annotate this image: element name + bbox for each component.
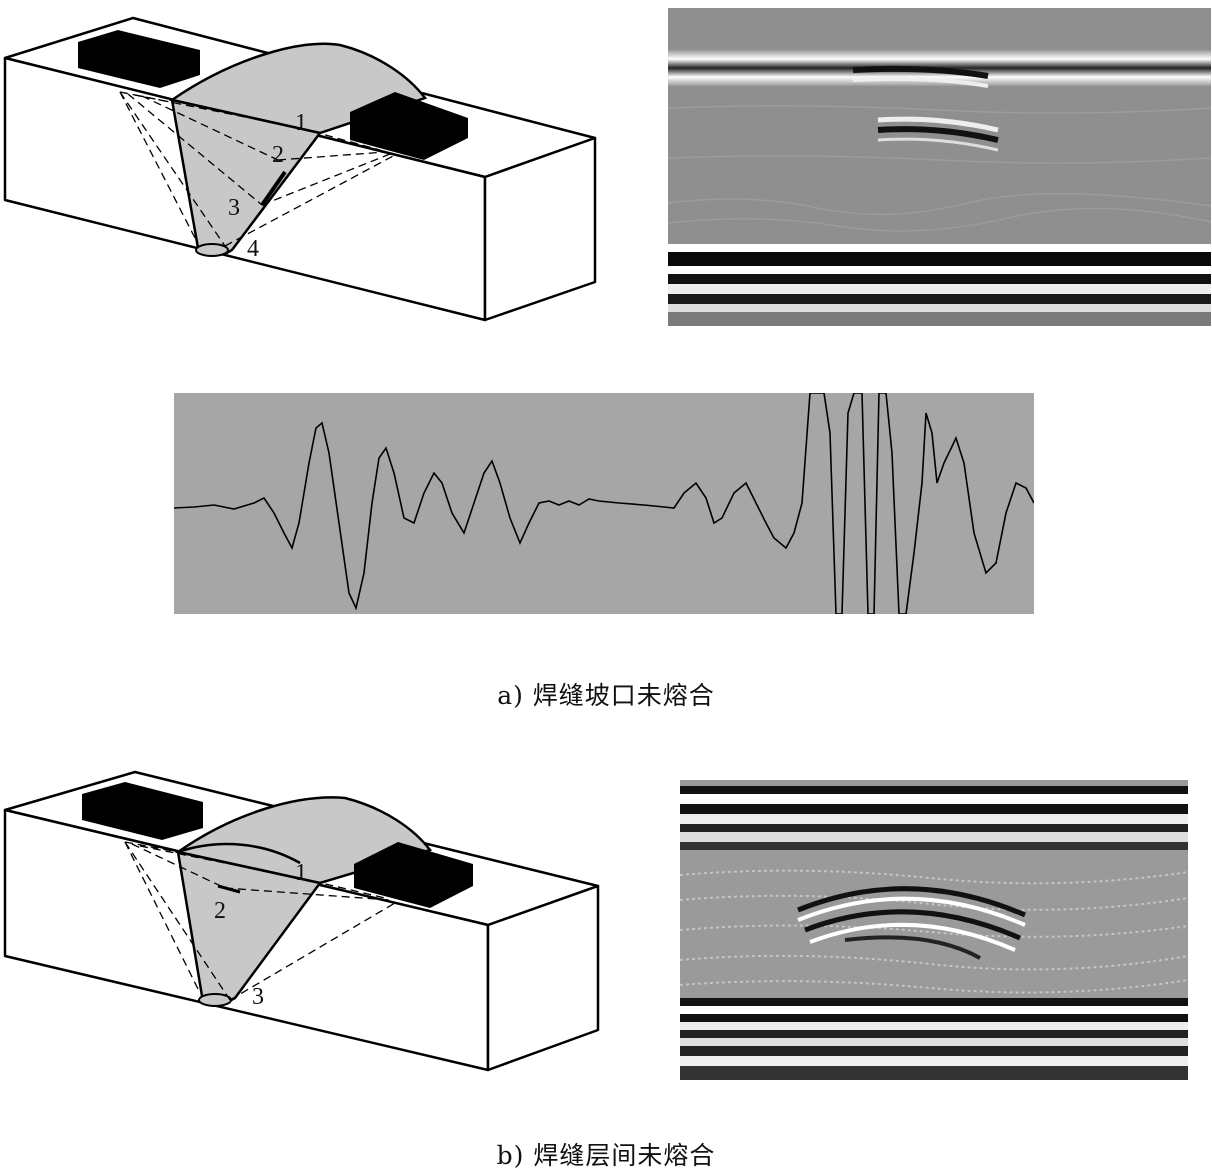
path-label-b-3: 3 — [252, 984, 264, 1010]
backwall-band-a — [668, 244, 1211, 252]
defect-indication-b — [797, 886, 1026, 960]
waveform-trace — [174, 393, 1034, 614]
block-end-face-b — [486, 884, 600, 1072]
tofd-scan-image-a — [668, 8, 1211, 326]
path-label-a-3: 3 — [228, 195, 240, 221]
defect-line-b — [217, 884, 241, 894]
weld-root-a — [195, 243, 229, 257]
caption-a: a) 焊缝坡口未熔合 — [497, 681, 715, 710]
weld-diagram-a: 1 2 3 4 — [3, 16, 597, 322]
defect-line-a — [260, 170, 287, 207]
ultrasonic-paths-a — [119, 91, 396, 247]
backwall-band-b — [680, 998, 1188, 1006]
path-label-b-1: 1 — [295, 860, 307, 886]
path-label-a-4: 4 — [247, 236, 259, 262]
transducer-right-b — [354, 842, 473, 908]
caption-b: b) 焊缝层间未熔合 — [496, 1141, 716, 1170]
transducer-left-a — [78, 30, 200, 88]
path-label-a-1: 1 — [295, 110, 307, 136]
a-scan-waveform — [174, 393, 1034, 614]
weld-diagram-b: 1 2 3 — [3, 770, 600, 1072]
ultrasonic-paths-b — [124, 841, 396, 1001]
defect-indication-a — [852, 65, 999, 152]
block-end-face-a — [483, 136, 597, 322]
tofd-scan-image-b — [680, 780, 1188, 1080]
weld-root-b — [198, 993, 232, 1007]
transducer-right-a — [350, 92, 468, 160]
transducer-left-b — [82, 782, 203, 840]
path-label-a-2: 2 — [272, 142, 284, 168]
path-label-b-2: 2 — [214, 898, 226, 924]
